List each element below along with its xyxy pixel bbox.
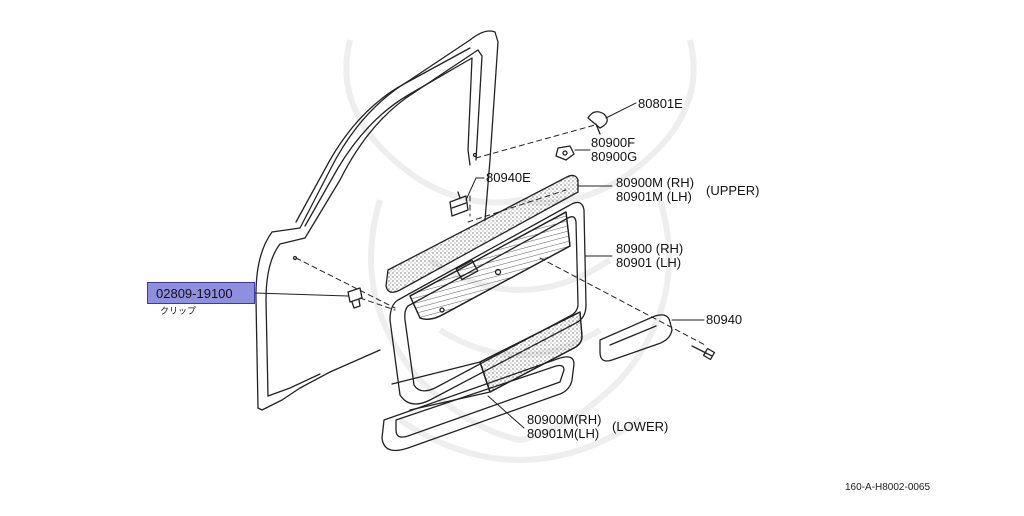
- armrest-icon: [599, 314, 673, 362]
- label-80940e: 80940E: [486, 170, 531, 185]
- label-upper-tag: (UPPER): [706, 183, 760, 198]
- leader-lines: [254, 102, 705, 429]
- screw-icon: [691, 345, 716, 361]
- bracket-80940e-icon: [449, 191, 469, 217]
- label-lower-tag: (LOWER): [612, 419, 669, 434]
- highlighted-part-number[interactable]: 02809-19100: [156, 286, 233, 301]
- label-lower-rh: 80900M(RH): [527, 412, 602, 427]
- upper-trim-pad: [385, 174, 579, 293]
- highlighted-part-box[interactable]: [147, 282, 255, 304]
- label-80900g: 80900G: [591, 149, 638, 164]
- label-upper-rh: 80900M (RH): [616, 175, 695, 190]
- label-lower-lh: 80901M(LH): [527, 426, 600, 441]
- clip-icon: [347, 287, 363, 309]
- nut-80900fg-icon: [555, 145, 575, 161]
- label-80900fg: 80900F 80900G: [591, 136, 637, 164]
- clip-80801e-icon: [587, 111, 608, 135]
- diagram-reference-code: 160-A-H8002-0065: [845, 482, 931, 493]
- lower-trim-pocket: [381, 356, 575, 452]
- door-trim-board: [389, 201, 587, 411]
- label-upper-lh: 80901M (LH): [616, 189, 692, 204]
- label-80801e: 80801E: [638, 96, 683, 111]
- label-trim-lh: 80901 (LH): [616, 255, 682, 270]
- door-frame: [255, 30, 499, 411]
- label-lower-trim: 80900M(RH) 80901M(LH): [527, 413, 601, 441]
- label-trim-board: 80900 (RH) 80901 (LH): [616, 242, 683, 270]
- label-80940: 80940: [706, 312, 743, 327]
- highlighted-part-name: クリップ: [160, 307, 197, 317]
- label-trim-rh: 80900 (RH): [616, 241, 684, 256]
- label-upper-trim: 80900M (RH) 80901M (LH): [616, 176, 694, 204]
- label-80900f: 80900F: [591, 135, 636, 150]
